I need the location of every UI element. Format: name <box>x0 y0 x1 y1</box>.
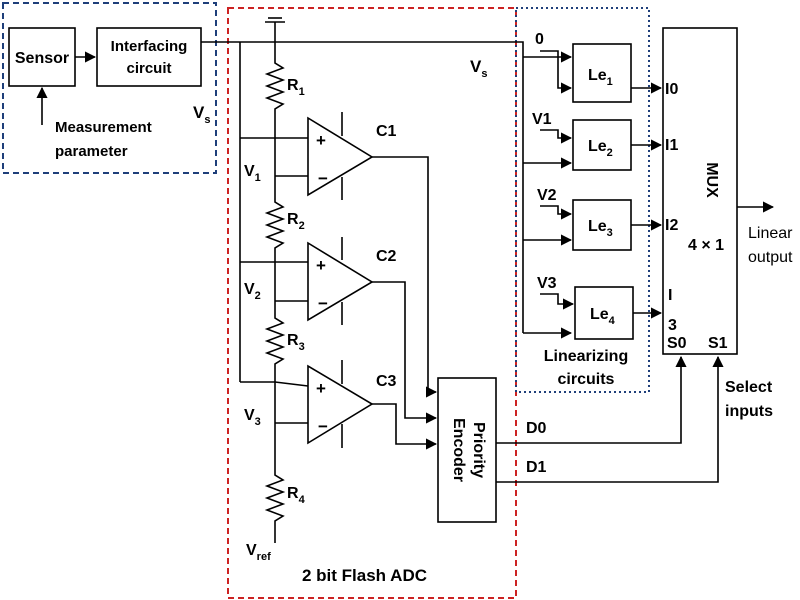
comparator-c1 <box>307 116 374 197</box>
lin-input-v1: V1 <box>532 111 552 128</box>
linear-output-line2: output <box>748 249 793 266</box>
mux-input-i2: I2 <box>665 217 678 234</box>
vs-label-left: Vs <box>193 103 210 126</box>
c2-minus: − <box>318 294 328 313</box>
interfacing-label-line2: circuit <box>126 60 171 77</box>
linearizer-caption-line2: circuits <box>558 371 615 388</box>
vs-label-right: Vs <box>470 57 487 80</box>
c1-to-encoder <box>372 156 438 398</box>
encoder-label-line1: Priority <box>470 422 487 478</box>
priority-encoder-block <box>437 377 497 523</box>
c1-plus: + <box>316 131 326 150</box>
label-v3: V3 <box>244 407 261 428</box>
resistor-r1 <box>264 58 286 114</box>
adc-group-box <box>227 7 517 599</box>
mux-block <box>662 27 738 355</box>
resistor-r4 <box>264 470 286 526</box>
label-le1: Le1 <box>588 67 613 88</box>
label-v2: V2 <box>244 281 261 302</box>
mux-title: MUX <box>703 162 720 198</box>
lin-input-0: 0 <box>535 31 544 48</box>
c2-to-encoder <box>372 281 438 424</box>
adc-caption: 2 bit Flash ADC <box>302 566 427 585</box>
resistor-r2 <box>264 198 286 253</box>
linearizer-le1 <box>572 43 632 103</box>
label-v1: V1 <box>244 163 261 184</box>
label-le4: Le4 <box>590 306 616 327</box>
label-r4: R4 <box>287 485 306 506</box>
sensor-label: Sensor <box>15 50 69 67</box>
lin-input-v2: V2 <box>537 187 557 204</box>
linearizer-le3 <box>572 199 632 251</box>
mux-input-i1: I1 <box>665 137 678 154</box>
vs-signal-bus <box>201 41 524 333</box>
linearizer-caption-line1: Linearizing <box>544 348 628 365</box>
interfacing-label-line1: Interfacing <box>111 38 188 55</box>
mux-select-s0: S0 <box>667 335 687 352</box>
mux-input-i3: I <box>668 287 672 304</box>
label-r2: R2 <box>287 211 305 232</box>
label-le3: Le3 <box>588 218 613 239</box>
measurement-label-line2: parameter <box>55 143 128 160</box>
label-r1: R1 <box>287 77 305 98</box>
c3-to-encoder <box>372 403 438 450</box>
select-inputs-line1: Select <box>725 379 773 396</box>
interfacing-circuit-block <box>96 27 202 87</box>
comparator-c2 <box>307 241 374 322</box>
label-c1: C1 <box>376 123 397 140</box>
linear-output-line1: Linear <box>748 225 793 242</box>
ground-symbol <box>265 17 285 58</box>
sensor-group-box <box>2 2 217 174</box>
label-d1: D1 <box>526 459 547 476</box>
c2-plus: + <box>316 256 326 275</box>
label-c2: C2 <box>376 248 397 265</box>
mux-size: 4 × 1 <box>688 237 724 254</box>
mux-input-i3-line2: 3 <box>668 317 677 334</box>
linearizer-le4 <box>574 286 634 340</box>
c1-minus: − <box>318 169 328 188</box>
measurement-label-line1: Measurement <box>55 119 152 136</box>
label-d0: D0 <box>526 420 547 437</box>
mux-select-s1: S1 <box>708 335 728 352</box>
encoder-label-line2: Encoder <box>450 418 467 482</box>
label-vref: Vref <box>246 542 271 563</box>
c3-minus: − <box>318 417 328 436</box>
label-r3: R3 <box>287 332 305 353</box>
comparator-c3 <box>307 364 374 445</box>
resistor-r3 <box>264 313 286 369</box>
label-le2: Le2 <box>588 138 613 159</box>
linearizer-group-box <box>515 7 650 393</box>
select-inputs-line2: inputs <box>725 403 773 420</box>
mux-input-i0: I0 <box>665 81 678 98</box>
d1-line <box>496 355 724 483</box>
c3-plus: + <box>316 379 326 398</box>
d0-line <box>496 355 687 444</box>
lin-input-v3: V3 <box>537 275 557 292</box>
label-c3: C3 <box>376 373 397 390</box>
